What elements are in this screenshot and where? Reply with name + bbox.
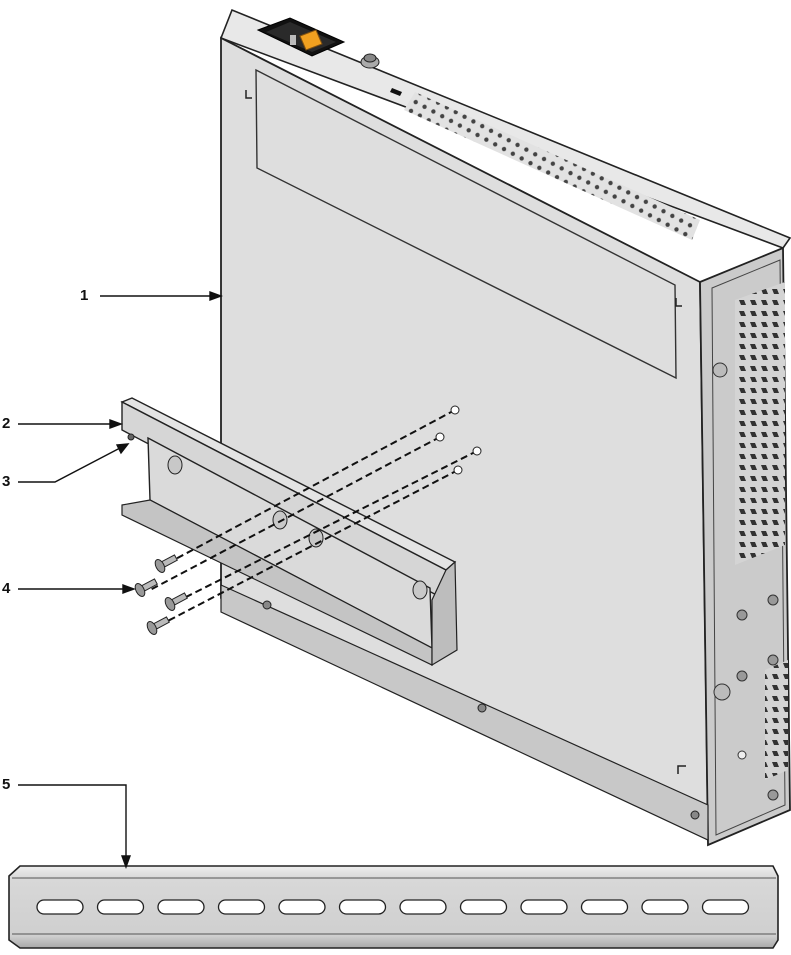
top-vent-grille: [404, 92, 700, 240]
din-rail-slot: [580, 899, 629, 915]
chassis-bottom-flange: [220, 584, 709, 841]
callout-1-label: 1: [80, 287, 89, 304]
side-vent-grille-upper: [735, 282, 785, 565]
din-rail-slot: [641, 899, 689, 915]
din-rail-slot: [459, 899, 508, 915]
side-vent-grille-lower: [765, 660, 788, 780]
din-rail-slot: [701, 899, 750, 915]
device-screw-holes: [435, 405, 482, 475]
callout-2-label: 2: [2, 415, 11, 432]
din-rail-slots: [36, 899, 750, 915]
din-rail-slot: [157, 899, 205, 915]
din-rail-slot: [338, 899, 387, 915]
din-rail-slot: [217, 899, 266, 915]
power-inlet-icon: [256, 17, 346, 57]
din-rail-clip-bracket: [120, 397, 458, 667]
callout-3-label: 3: [2, 473, 11, 490]
din-rail-slot: [278, 899, 326, 915]
callout-leaders: [18, 291, 224, 870]
ground-screw-icon: [360, 53, 380, 69]
din-rail-slot: [96, 899, 145, 915]
callout-4-label: 4: [2, 580, 11, 597]
screw-alignment-lines: [149, 409, 478, 626]
callout-5-label: 5: [2, 776, 11, 793]
device-chassis: [219, 8, 791, 847]
mounting-screw-icon: [134, 554, 188, 635]
din-rail-slot: [520, 899, 568, 915]
din-rail: [8, 865, 779, 949]
din-rail-slot: [399, 899, 447, 915]
din-rail-slot: [36, 899, 84, 915]
front-label-recess: [255, 68, 677, 380]
